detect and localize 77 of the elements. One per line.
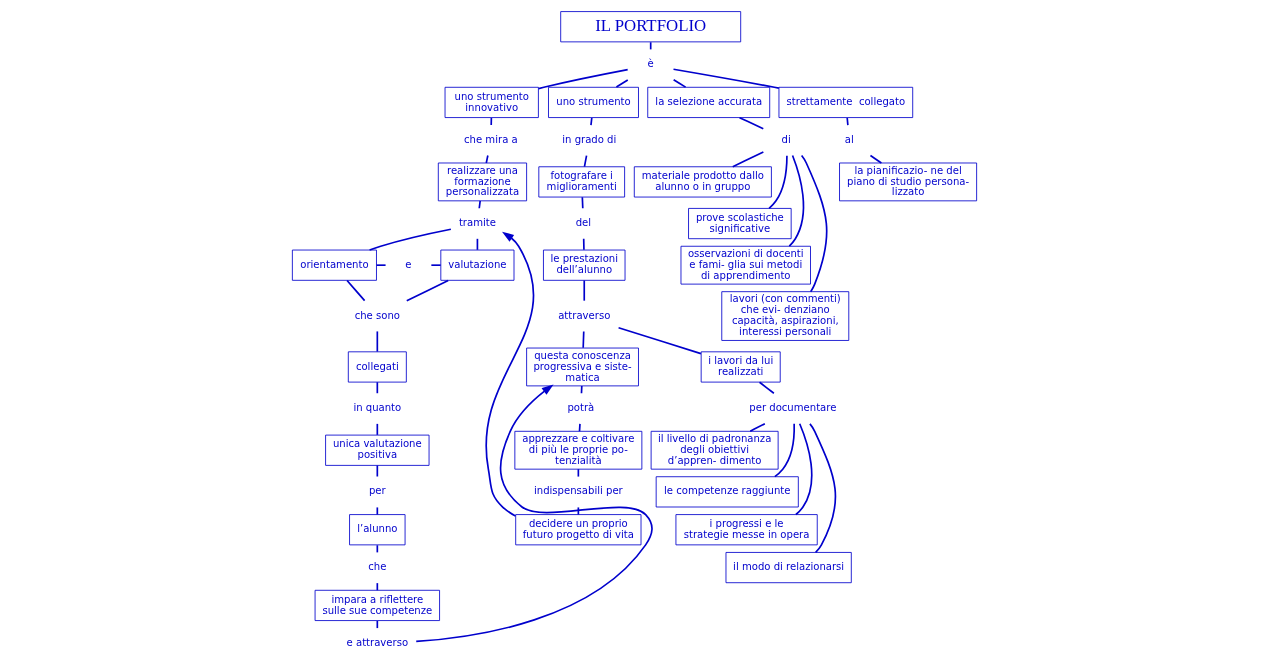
node-box: strettamente collegato [778,86,914,118]
node-box: questa conoscenza progressiva e siste- matica [526,347,639,387]
node-box: realizzare una formazione personalizzata [437,162,528,202]
connector [376,506,379,516]
connector [376,423,379,436]
connector [376,582,379,592]
node-box: lavori (con commenti) che evi- denziano capacità, aspirazioni, interessi personali [721,291,850,341]
connector [846,117,849,126]
connector [583,279,586,302]
node-box: IL PORTFOLIO [560,11,742,43]
node-box: uno strumento [548,86,639,118]
connector [731,151,765,168]
connector [590,117,593,126]
node-text: in grado di [562,133,617,145]
connector [738,116,765,130]
node-box: l’alunno [349,514,406,546]
node-text: di [781,133,791,145]
node-text: che mira a [464,133,518,145]
node-text: al [844,133,854,145]
node-text: del [575,217,592,229]
node-text: e [405,258,412,270]
node-box: i lavori da lui realizzati [700,351,781,383]
connector [485,154,489,164]
node-box: la selezione accurata [647,86,771,118]
node-box: la pianificazio- ne del piano di studio persona- lizzato [839,162,978,202]
connector [800,154,828,293]
connector [869,154,883,164]
connector [430,264,442,267]
connector [537,68,629,90]
connector [368,228,452,251]
node-text: che sono [354,309,400,321]
node-box: unica valutazione positiva [325,434,430,466]
node-box: collegati [347,351,407,383]
node-text: in quanto [353,402,402,414]
connector [672,68,780,89]
node-box: prove scolastiche significative [688,208,792,240]
node-text: per documentare [749,402,837,414]
connector [376,620,379,629]
connector [758,381,775,395]
node-box: le prestazioni dell’alunno [543,249,626,281]
node-box: i progressi e le strategie messe in opera [675,514,818,546]
connector [490,117,493,126]
node-box: il livello di padronanza degli obiettivi d’appren- dimento [650,430,779,470]
node-box: impara a riflettere sulle sue competenze [314,589,440,621]
connector [346,279,366,302]
node-text: indispensabili per [533,485,623,497]
connector [672,78,687,88]
node-box: apprezzare e coltivare di più le proprie po- tenzialità [514,430,643,470]
node-box: decidere un proprio futuro progetto di vita [515,514,642,546]
node-box: il modo di relazionarsi [725,552,852,584]
arrow [485,231,534,517]
node-text: che [368,561,387,573]
node-box: materiale prodotto dallo alunno o in gruppo [633,166,772,198]
connector [583,154,588,168]
node-box: orientamento [291,249,377,281]
node-box: valutazione [440,249,515,281]
connector [649,41,652,51]
connector [478,200,481,210]
connector [376,330,379,353]
connector [376,381,379,395]
connector [405,279,450,302]
node-text: potrà [567,402,595,414]
connector [617,326,702,355]
connector [615,79,629,88]
connector [582,238,585,251]
node-box: osservazioni di docenti e fami- glia sui metodi di apprendimento [680,245,811,285]
node-text: per [368,485,386,497]
node-box: uno strumento innovativo [444,86,539,118]
connector [375,264,387,267]
node-text: attraverso [558,309,611,321]
node-text: e attraverso [346,636,409,648]
connector [376,464,379,478]
connector [376,544,379,554]
node-box: le competenze raggiunte [655,476,799,508]
node-text: è [647,58,654,70]
node-text: tramite [458,217,496,229]
node-box: fotografare i miglioramenti [538,166,626,198]
